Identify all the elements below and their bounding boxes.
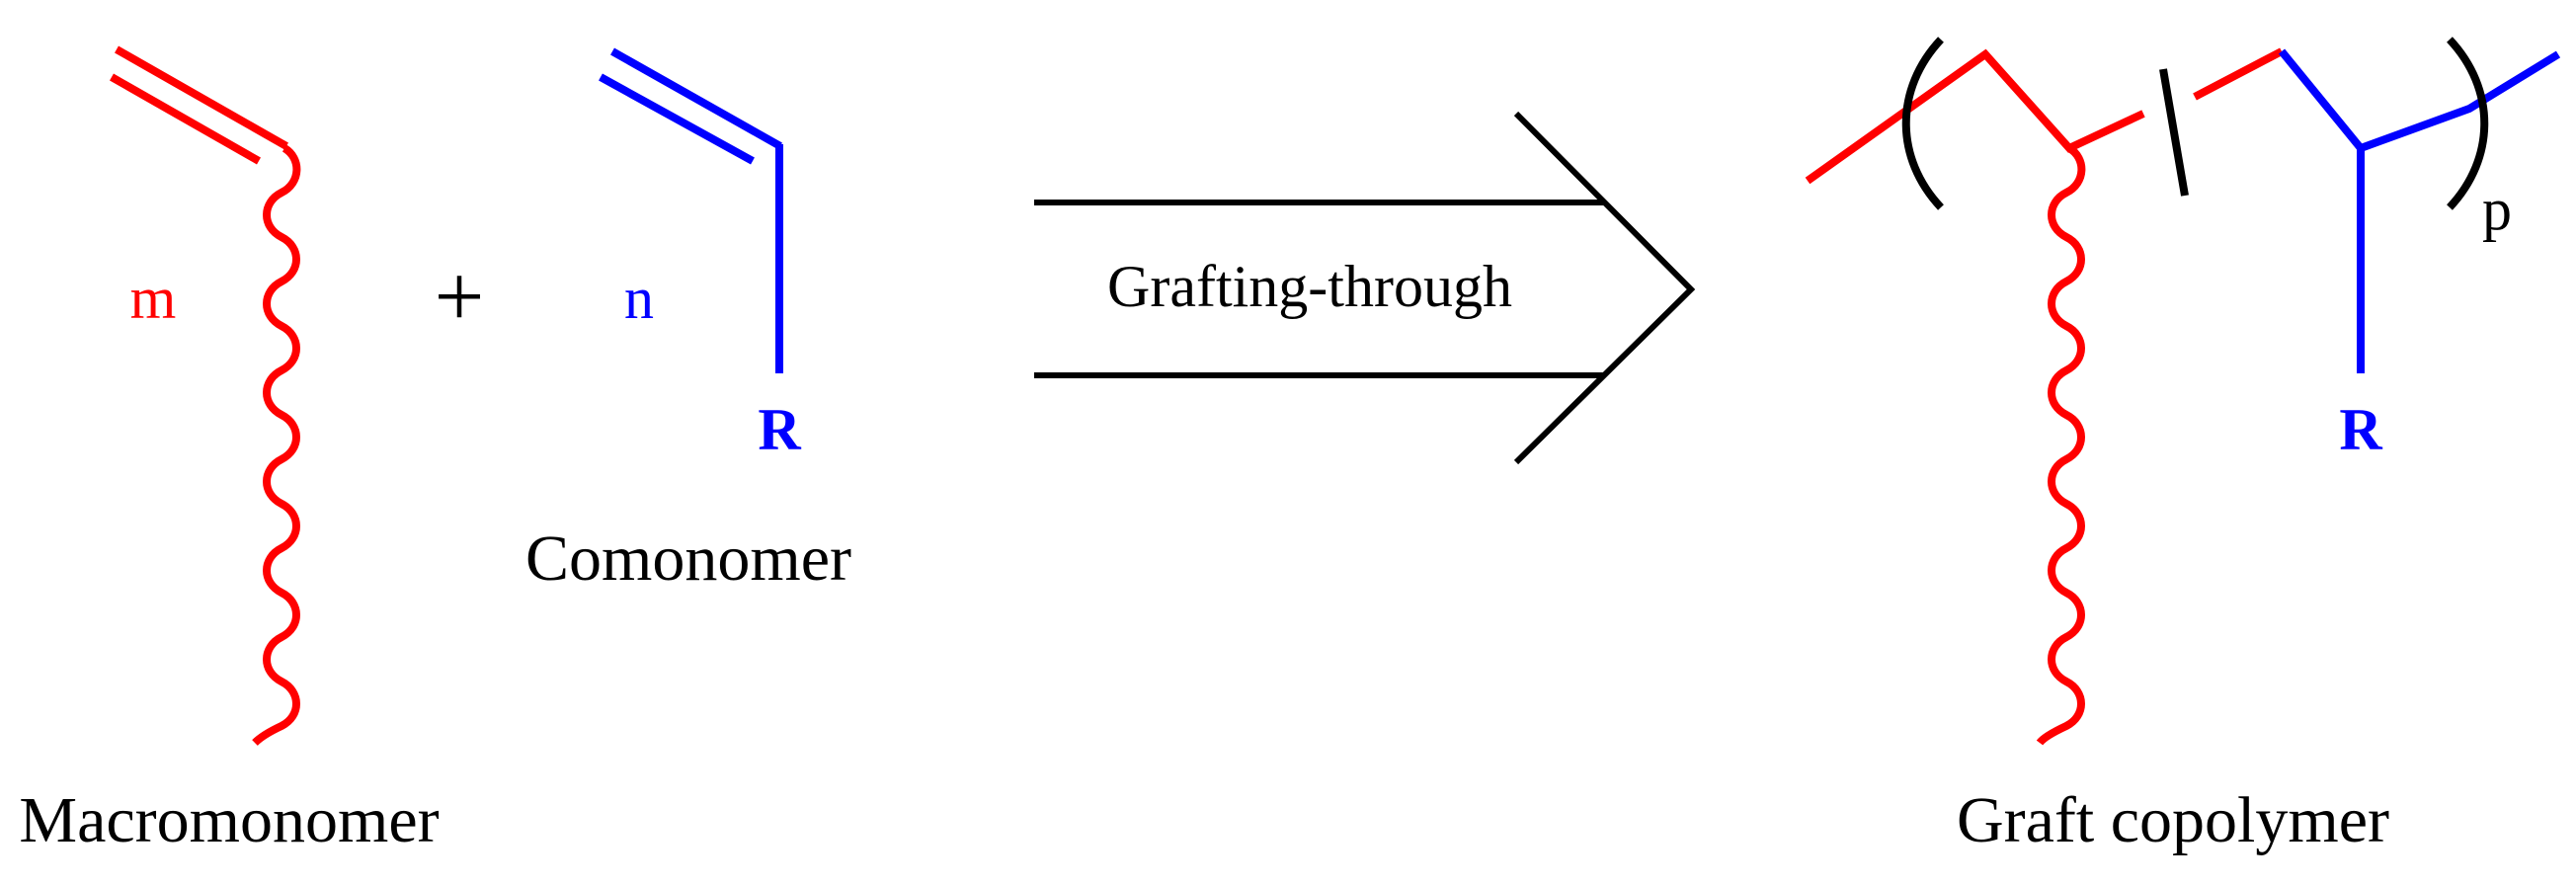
reaction-arrow-head (1513, 111, 1696, 465)
comonomer-double-bond-upper (610, 47, 782, 150)
macromonomer-wavy-chain (252, 144, 301, 746)
macromonomer-caption: Macromonomer (19, 784, 439, 856)
reaction-arrow-label: Grafting-through (1107, 254, 1512, 319)
copolymer-macromonomer-backbone (1805, 48, 2145, 185)
comonomer-substituent-label: R (758, 397, 801, 462)
right-parenthesis (2447, 37, 2489, 210)
graft-copolymer-caption: Graft copolymer (1957, 784, 2389, 856)
reaction-arrow (1034, 111, 1696, 465)
macromonomer-index-label: m (130, 266, 177, 331)
comonomer-caption: Comonomer (525, 523, 851, 595)
copolymer-substituent-label: R (2339, 397, 2382, 462)
macromonomer-structure (110, 45, 301, 746)
left-parenthesis (1901, 37, 1944, 210)
graft-copolymer-structure (1805, 37, 2561, 746)
macromonomer-double-bond-lower (110, 73, 261, 165)
macromonomer-double-bond-upper (115, 45, 288, 150)
copolymer-repeat-subscript: p (2482, 177, 2512, 242)
copolymer-grafted-wavy-chain (2036, 144, 2086, 746)
comonomer-structure (599, 47, 783, 373)
comonomer-index-label: n (624, 266, 654, 331)
copolymer-comonomer-backbone (2278, 48, 2561, 153)
comonomer-double-bond-lower (599, 73, 755, 165)
random-copolymer-slash (2159, 68, 2189, 197)
plus-sign: + (435, 248, 485, 346)
copolymer-macromonomer-backbone-right (2193, 47, 2284, 101)
